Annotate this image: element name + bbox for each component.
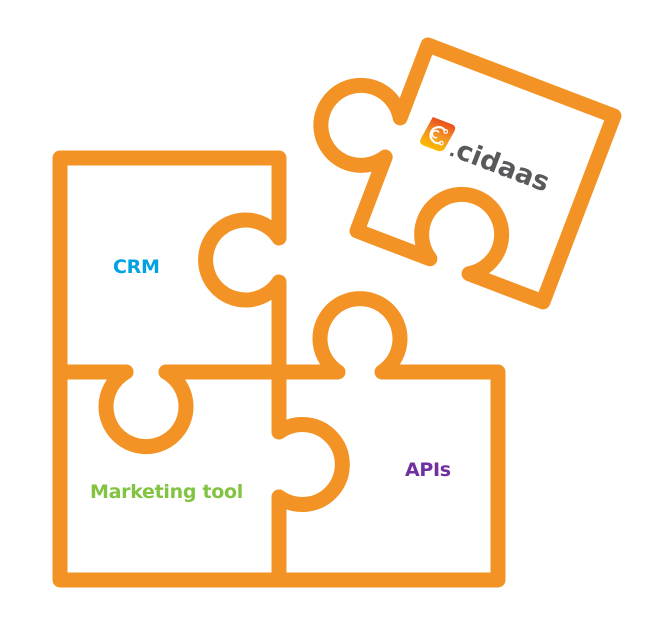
cidaas-logo-icon	[420, 116, 456, 152]
apis-label: APIs	[405, 459, 451, 481]
apis-left-knob	[271, 417, 350, 512]
crm-piece-outline	[52, 150, 287, 380]
crm-label: CRM	[113, 256, 160, 278]
marketing-tool-label: Marketing tool	[90, 481, 243, 503]
cidaas-piece	[313, 37, 622, 310]
cidaas-logo: .cidaas	[420, 116, 554, 198]
cidaas-piece-outline	[313, 37, 622, 310]
apis-piece-outline	[271, 291, 506, 588]
marketing-piece-outline	[98, 364, 194, 455]
marketing-piece-border	[52, 364, 287, 588]
